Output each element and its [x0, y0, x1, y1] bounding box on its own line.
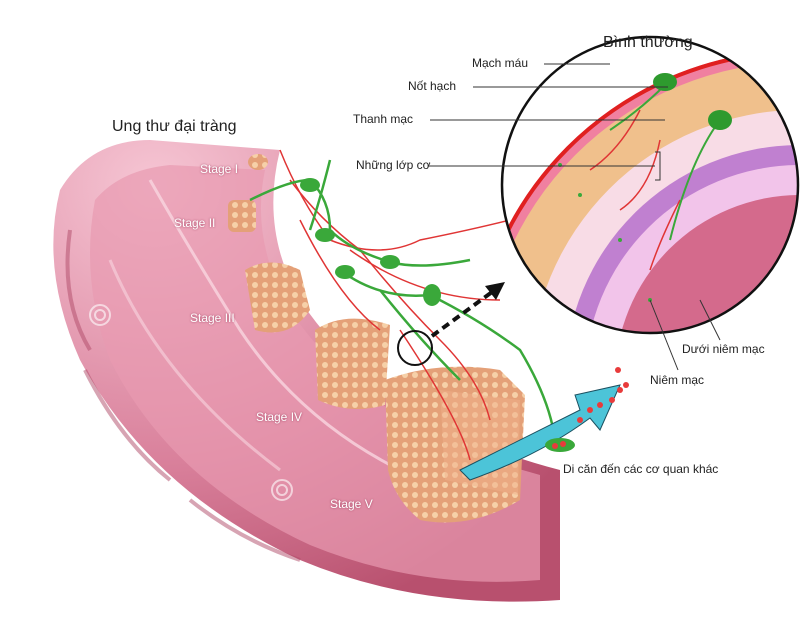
- label-metastasis: Di căn đến các cơ quan khác: [563, 462, 719, 476]
- leader-lines: [428, 63, 721, 371]
- magnify-circle: [397, 330, 433, 366]
- blood-vessels: [279, 149, 511, 461]
- label-blood-vessel: Mạch máu: [472, 56, 529, 70]
- watermark-logo: [89, 304, 293, 501]
- label-submucosa: Dưới niêm mạc: [682, 342, 765, 356]
- stage-label: Stage IV: [256, 410, 303, 424]
- stage-label: Stage I: [200, 162, 239, 176]
- metastasis-arrow: [459, 367, 629, 481]
- label-serosa: Thanh mạc: [353, 112, 414, 126]
- lymph-vessels: [249, 159, 557, 441]
- label-lymph-node: Nốt hạch: [408, 79, 457, 93]
- label-muscle-layers: Những lớp cơ: [356, 158, 431, 172]
- label-mucosa: Niêm mạc: [650, 373, 705, 387]
- dashed-arrow: [430, 290, 494, 338]
- stage-label: Stage III: [190, 311, 235, 325]
- stage-label: Stage V: [330, 497, 373, 511]
- normal-tissue-inset: [502, 37, 798, 333]
- main-title: Ung thư đại tràng: [112, 118, 237, 135]
- stage-label: Stage II: [174, 216, 216, 230]
- lymph-nodes: [300, 178, 441, 306]
- normal-title: Bình thường: [603, 34, 693, 51]
- tumors: [228, 154, 525, 523]
